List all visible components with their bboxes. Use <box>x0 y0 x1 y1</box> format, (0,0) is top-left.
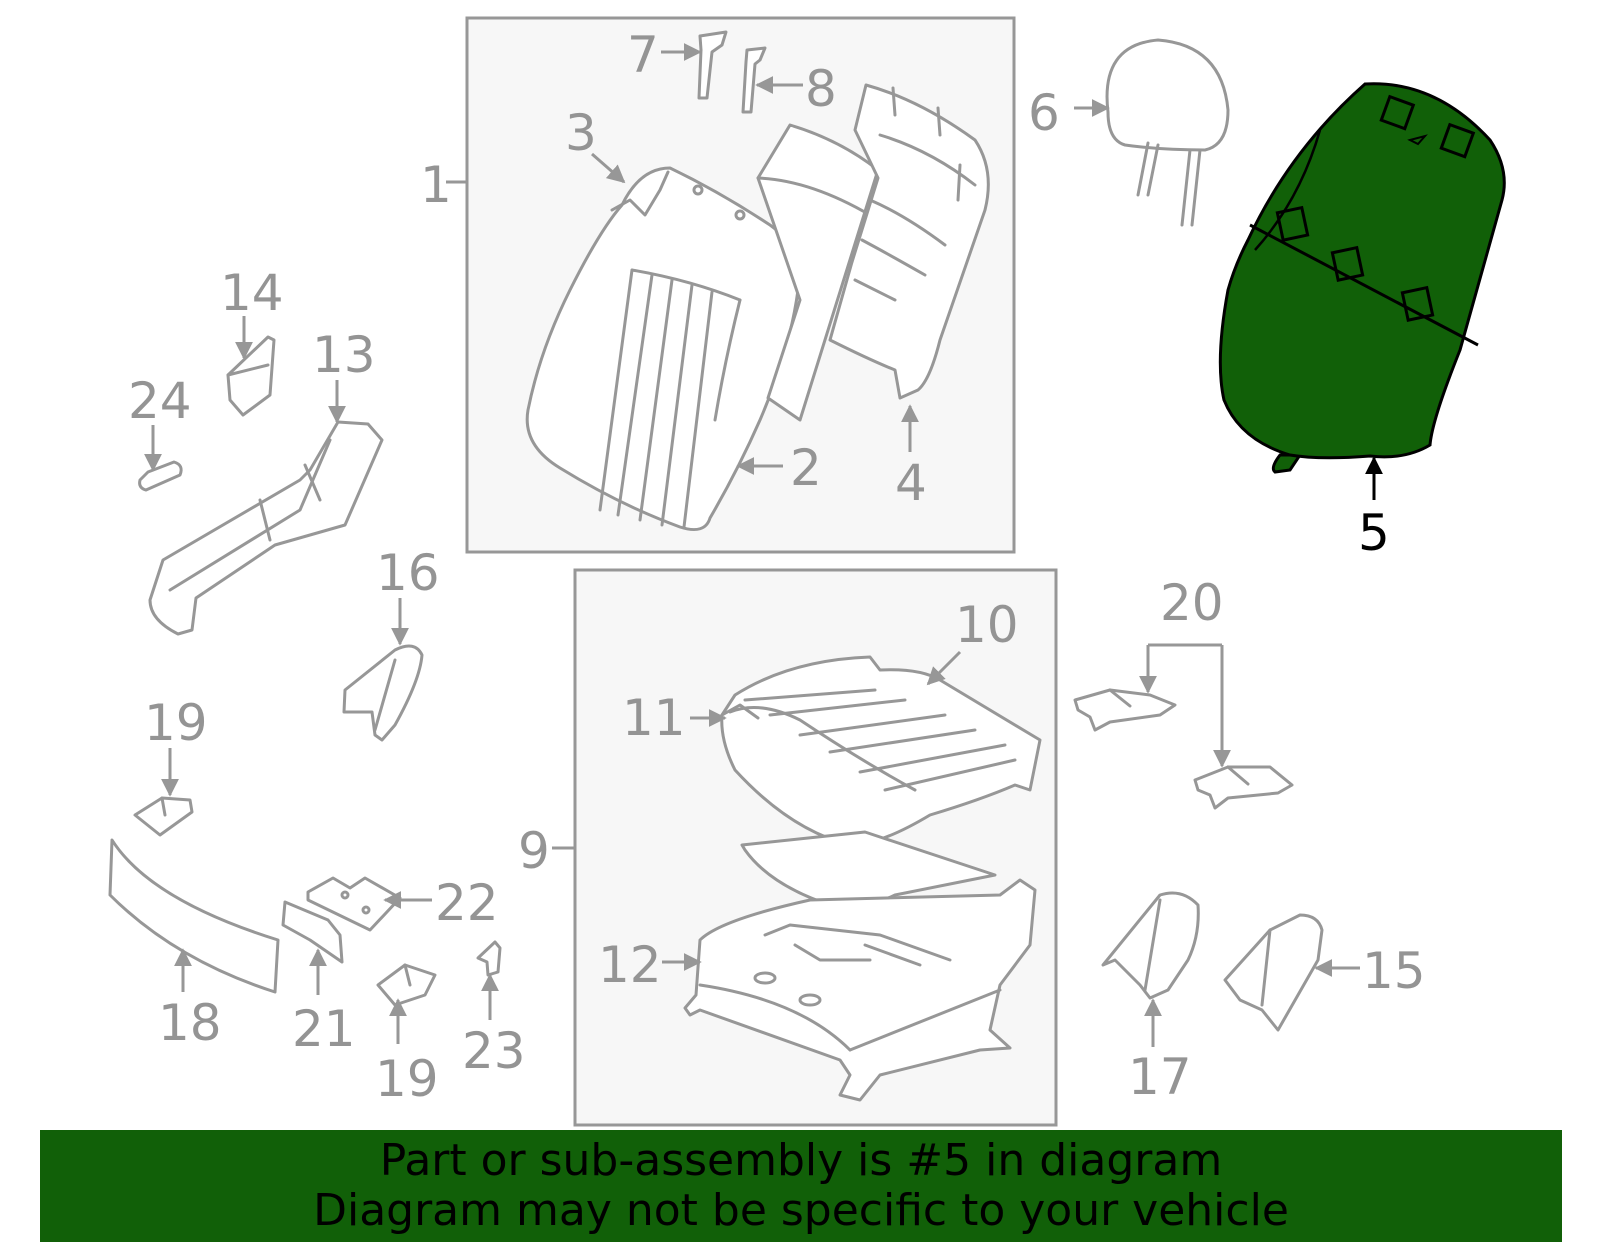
callout-9: 9 <box>518 822 550 880</box>
part-6-headrest[interactable] <box>1105 38 1230 227</box>
callout-6: 6 <box>1028 84 1060 142</box>
part-23-pin[interactable] <box>476 940 502 977</box>
banner-line-disclaimer: Diagram may not be specific to your vehi… <box>313 1185 1289 1236</box>
part-15-cover[interactable] <box>1223 913 1324 1032</box>
callout-23: 23 <box>462 1022 526 1080</box>
part-16-cover[interactable] <box>342 644 424 742</box>
callout-4: 4 <box>895 454 927 512</box>
callout-13: 13 <box>312 326 376 384</box>
callout-24: 24 <box>128 372 192 430</box>
callout-22: 22 <box>435 874 499 932</box>
part-3-back-cover[interactable] <box>525 166 801 531</box>
part-24-plug[interactable] <box>138 460 183 492</box>
callout-16: 16 <box>376 544 440 602</box>
part-19-clip-lower[interactable] <box>376 963 437 1007</box>
part-19-clip-upper[interactable] <box>133 796 194 837</box>
part-5-seat-back-highlighted[interactable] <box>1218 82 1506 474</box>
part-2-back-pad[interactable] <box>756 123 880 422</box>
part-22-bracket[interactable] <box>306 876 402 932</box>
callout-17: 17 <box>1128 1048 1192 1106</box>
part-20-bracket-lower[interactable] <box>1193 765 1294 810</box>
part-13-side-trim[interactable] <box>148 420 384 636</box>
callout-8: 8 <box>805 60 837 118</box>
part-10-cushion-cover[interactable] <box>720 655 1042 847</box>
part-18-side-panel[interactable] <box>108 838 280 994</box>
callout-19-lower: 19 <box>375 1050 439 1108</box>
banner-line-part-number: Part or sub-assembly is #5 in diagram <box>379 1135 1223 1186</box>
part-20-bracket-upper[interactable] <box>1073 688 1177 732</box>
callout-15: 15 <box>1362 942 1426 1000</box>
part-4-back-frame[interactable] <box>828 83 990 400</box>
callout-10: 10 <box>955 596 1019 654</box>
leader-10 <box>926 650 962 686</box>
leader-3 <box>591 152 626 184</box>
part-8-headrest-guide[interactable] <box>741 46 767 114</box>
callout-2: 2 <box>790 439 822 497</box>
callout-18: 18 <box>158 994 222 1052</box>
callout-1: 1 <box>420 156 452 214</box>
part-14-trim-cap[interactable] <box>226 335 276 417</box>
part-17-trim[interactable] <box>1101 891 1200 1000</box>
callout-14: 14 <box>220 264 284 322</box>
part-12-cushion-frame[interactable] <box>683 878 1037 1102</box>
callout-3: 3 <box>565 104 597 162</box>
callout-7: 7 <box>627 26 659 84</box>
callout-20: 20 <box>1160 574 1224 632</box>
callout-12: 12 <box>598 936 662 994</box>
part-21-bracket[interactable] <box>281 900 344 964</box>
callout-11: 11 <box>622 689 686 747</box>
part-11-cushion-trim[interactable] <box>720 703 760 720</box>
callout-5-highlighted: 5 <box>1358 504 1390 562</box>
callout-19-upper: 19 <box>144 694 208 752</box>
callout-21: 21 <box>292 1000 356 1058</box>
info-banner: Part or sub-assembly is #5 in diagram Di… <box>40 1130 1562 1242</box>
